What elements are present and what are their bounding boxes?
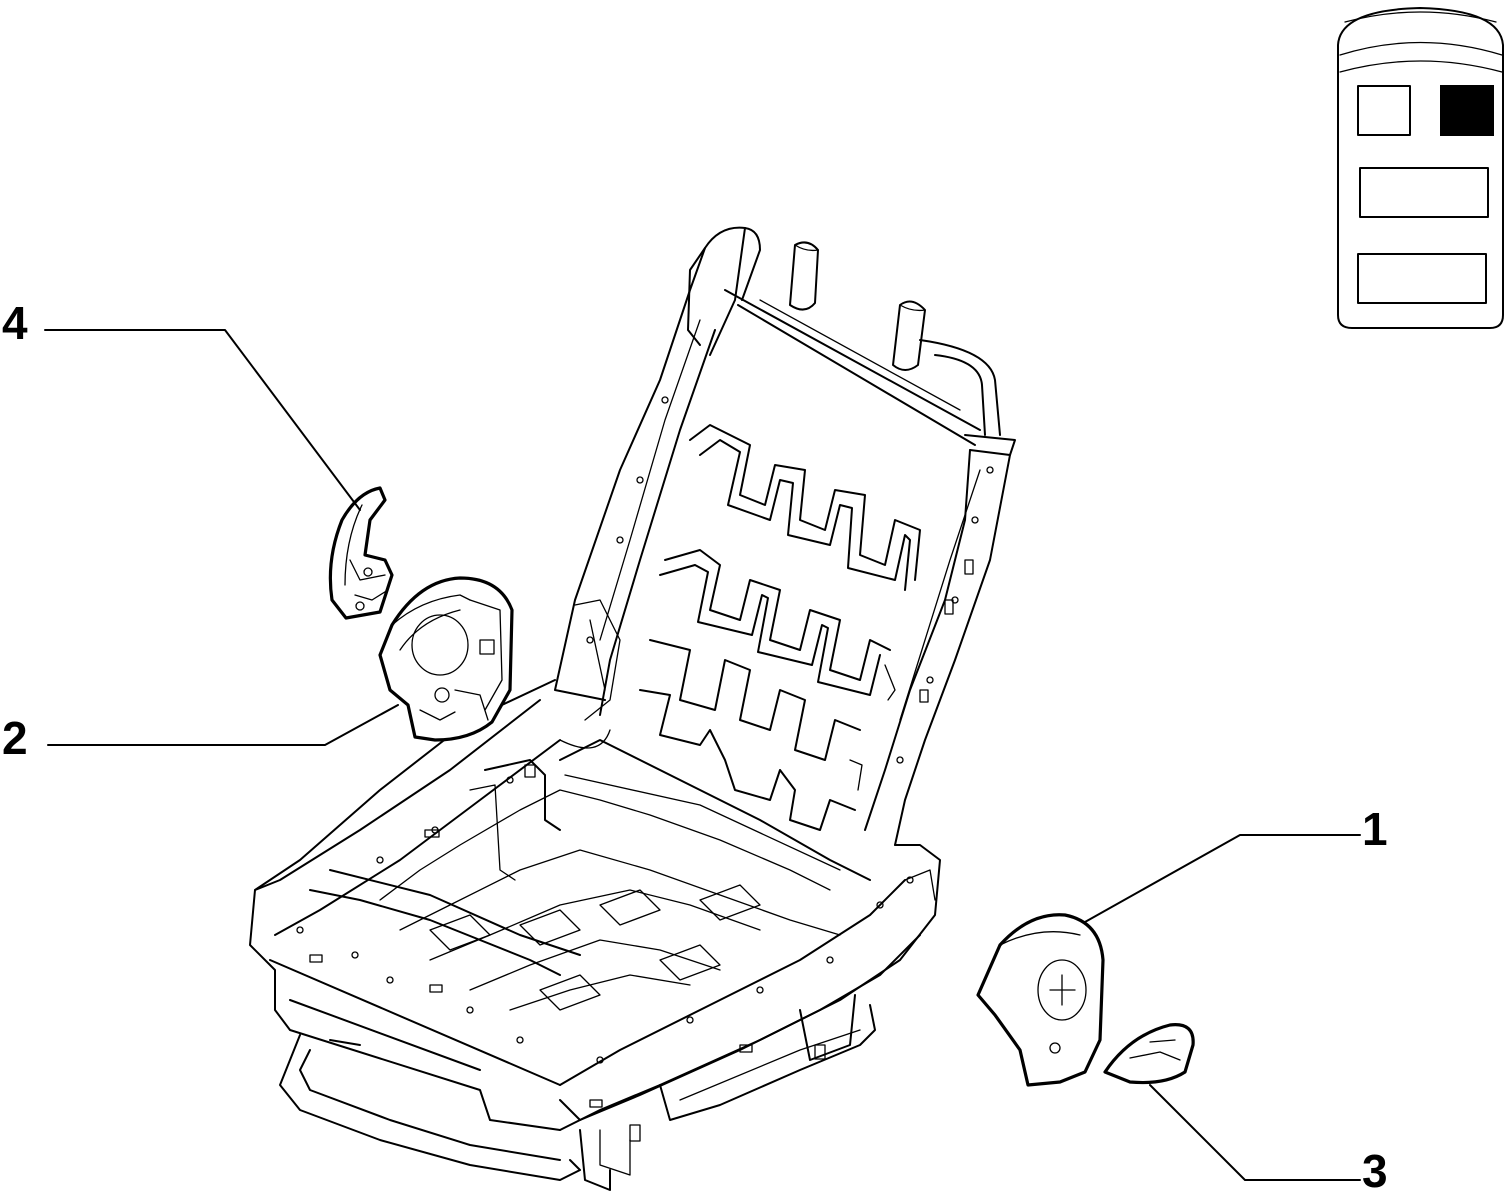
seat-indicator-right-active <box>1440 85 1494 136</box>
callout-3: 3 <box>1362 1145 1388 1197</box>
part-4-side-trim <box>328 486 394 620</box>
leader-lines <box>44 329 1361 1181</box>
seat-indicator-left <box>1357 85 1411 136</box>
leader-line-2 <box>47 704 399 746</box>
callout-1: 1 <box>1362 803 1388 855</box>
seat-indicator-third-row <box>1357 253 1487 304</box>
leader-line-1 <box>1084 834 1361 923</box>
callout-4: 4 <box>2 297 28 349</box>
seat-indicator-rear-row <box>1359 167 1489 218</box>
part-1-hinge-cover <box>976 913 1105 1087</box>
callout-2: 2 <box>2 712 28 764</box>
leader-line-3 <box>1149 1084 1361 1181</box>
vehicle-position-icon <box>1337 7 1504 329</box>
part-3-side-trim <box>1103 1023 1195 1085</box>
seat-frame-illustration <box>249 226 1016 1191</box>
leader-line-4 <box>44 329 361 511</box>
part-2-hinge-cover <box>378 576 514 742</box>
